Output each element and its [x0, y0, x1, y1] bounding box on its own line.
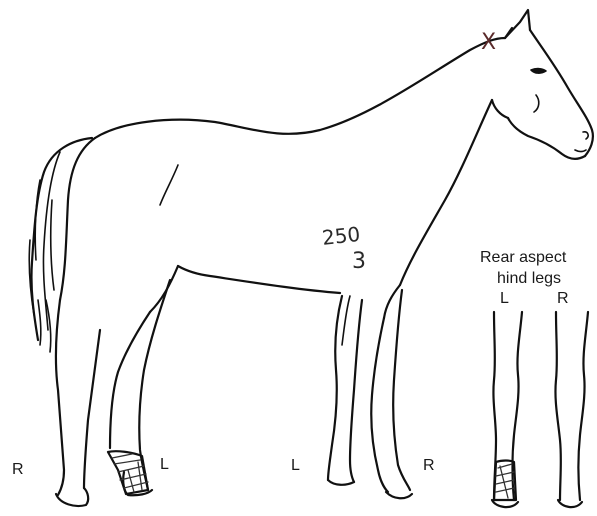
- cheek-line: [534, 95, 539, 112]
- hoof-fore-right: [386, 492, 412, 498]
- rear-hoof-right: [558, 500, 582, 507]
- brand-number-top: 250: [321, 222, 361, 250]
- brand-number-bottom: 3: [352, 249, 366, 274]
- rear-aspect-title-line1: Rear aspect: [480, 249, 567, 266]
- hind-leg-far-right: [56, 300, 100, 506]
- horse-side-outline: [60, 10, 593, 345]
- rear-hind-leg-right: [555, 312, 588, 507]
- horse-tail: [29, 138, 92, 352]
- rear-hind-leg-left: [492, 312, 522, 507]
- rear-aspect-label-l: L: [500, 290, 509, 307]
- hoof-fore-left: [328, 480, 354, 485]
- nostril-icon: [583, 132, 588, 139]
- label-fore-right-r: R: [423, 457, 435, 474]
- mouth-line: [575, 150, 586, 152]
- label-fore-left-l: L: [291, 457, 300, 474]
- poll-mark: X: [481, 30, 496, 55]
- fore-leg-near-right: [371, 290, 412, 498]
- rear-aspect-title-line2: hind legs: [497, 270, 561, 287]
- eye-icon: [531, 69, 546, 74]
- rear-aspect-label-r: R: [557, 290, 569, 307]
- label-hind-left-l: L: [160, 456, 169, 473]
- horse-head-details: [531, 69, 588, 152]
- label-far-left-r: R: [12, 461, 24, 478]
- brand-marking: 250 3: [321, 222, 366, 274]
